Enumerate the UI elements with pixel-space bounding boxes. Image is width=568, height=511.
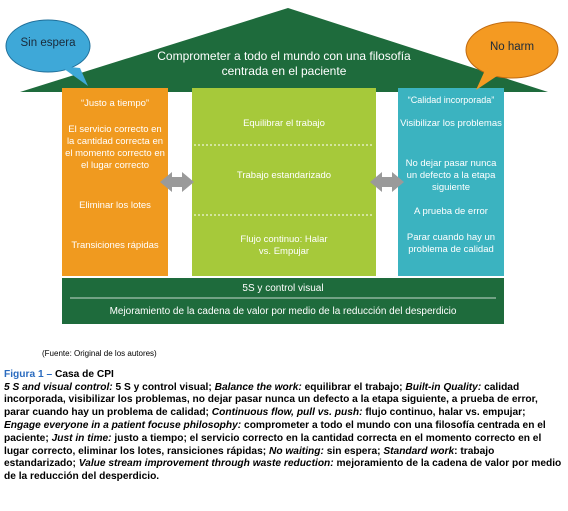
bubble-right-text: No harm: [489, 41, 535, 53]
left-double-arrow: [160, 172, 194, 192]
middle-column: [192, 88, 376, 276]
caption-term: 5 S and visual control:: [4, 381, 113, 393]
middle-item-3: Flujo continuo: Halar vs. Empujar: [240, 234, 328, 257]
base-bottom-text: Mejoramiento de la cadena de valor por m…: [109, 305, 457, 317]
caption-term: Just in time:: [51, 432, 112, 444]
caption-definition: flujo continuo, halar vs. empujar;: [362, 407, 526, 419]
base-bottom: [62, 298, 504, 324]
caption-title-line: Figura 1 – Casa de CPI: [4, 369, 564, 382]
left-item-3: Transiciones rápidas: [71, 240, 159, 251]
caption-definition: mejoramiento de la cadena de valor por m…: [4, 458, 562, 483]
caption-term: Value stream improvement through waste r…: [78, 458, 334, 470]
right-item-3: A prueba de error: [414, 206, 488, 217]
bubble-right: [465, 21, 559, 90]
figure-title: Casa de CPI: [54, 368, 114, 380]
caption-body: 5 S and visual control: 5 S y control vi…: [4, 382, 564, 484]
right-column-header: “Calidad incorporada”: [407, 95, 495, 105]
roof-text: Comprometer a todo el mundo con una filo…: [157, 49, 411, 78]
caption-term: Continuous flow, pull vs. push:: [211, 407, 363, 419]
house-diagram: [5, 8, 559, 324]
caption-term: Standard work: [383, 445, 455, 457]
base-top: [62, 278, 504, 298]
caption-definition: equilibrar el trabajo;: [301, 381, 406, 393]
right-column: [398, 88, 504, 276]
left-column-header: “Justo a tiempo”: [80, 98, 150, 109]
caption-term: No waiting:: [268, 445, 324, 457]
caption-term: Built-in Quality:: [405, 381, 482, 393]
right-double-arrow: [370, 172, 404, 192]
right-item-1: Visibilizar los problemas: [400, 118, 502, 129]
caption-definition: comprometer a todo el mundo con una filo…: [4, 419, 546, 444]
caption-definition: 5 S y control visual;: [112, 381, 215, 393]
middle-item-2: Trabajo estandarizado: [236, 170, 332, 181]
bubble-left: [5, 19, 91, 86]
caption-definition: calidad incorporada, visibilizar los pro…: [4, 381, 538, 419]
base-top-text: 5S y control visual: [242, 282, 324, 294]
caption-definition: justo a tiempo; el servicio correcto en …: [4, 432, 542, 457]
roof: [20, 8, 548, 92]
left-item-2: Eliminar los lotes: [79, 200, 151, 211]
caption-definition: sin espera;: [323, 445, 384, 457]
left-item-1: El servicio correcto en la cantidad corr…: [65, 124, 165, 171]
source-note: (Fuente: Original de los autores): [42, 349, 157, 358]
caption-term: Engage everyone in a patient focuse phil…: [4, 419, 242, 431]
caption-term: Balance the work:: [214, 381, 302, 393]
right-item-2: No dejar pasar nunca un defecto a la eta…: [405, 158, 497, 193]
figure-caption: (Fuente: Original de los autores) Figura…: [4, 348, 564, 484]
middle-item-1: Equilibrar el trabajo: [243, 118, 325, 129]
right-item-4: Parar cuando hay un problema de calidad: [406, 232, 496, 255]
left-column: [62, 88, 168, 276]
figure-label: Figura 1 –: [4, 368, 53, 380]
bubble-left-text: Sin espera: [20, 37, 76, 49]
caption-definition: : trabajo estandarizado;: [4, 445, 495, 470]
